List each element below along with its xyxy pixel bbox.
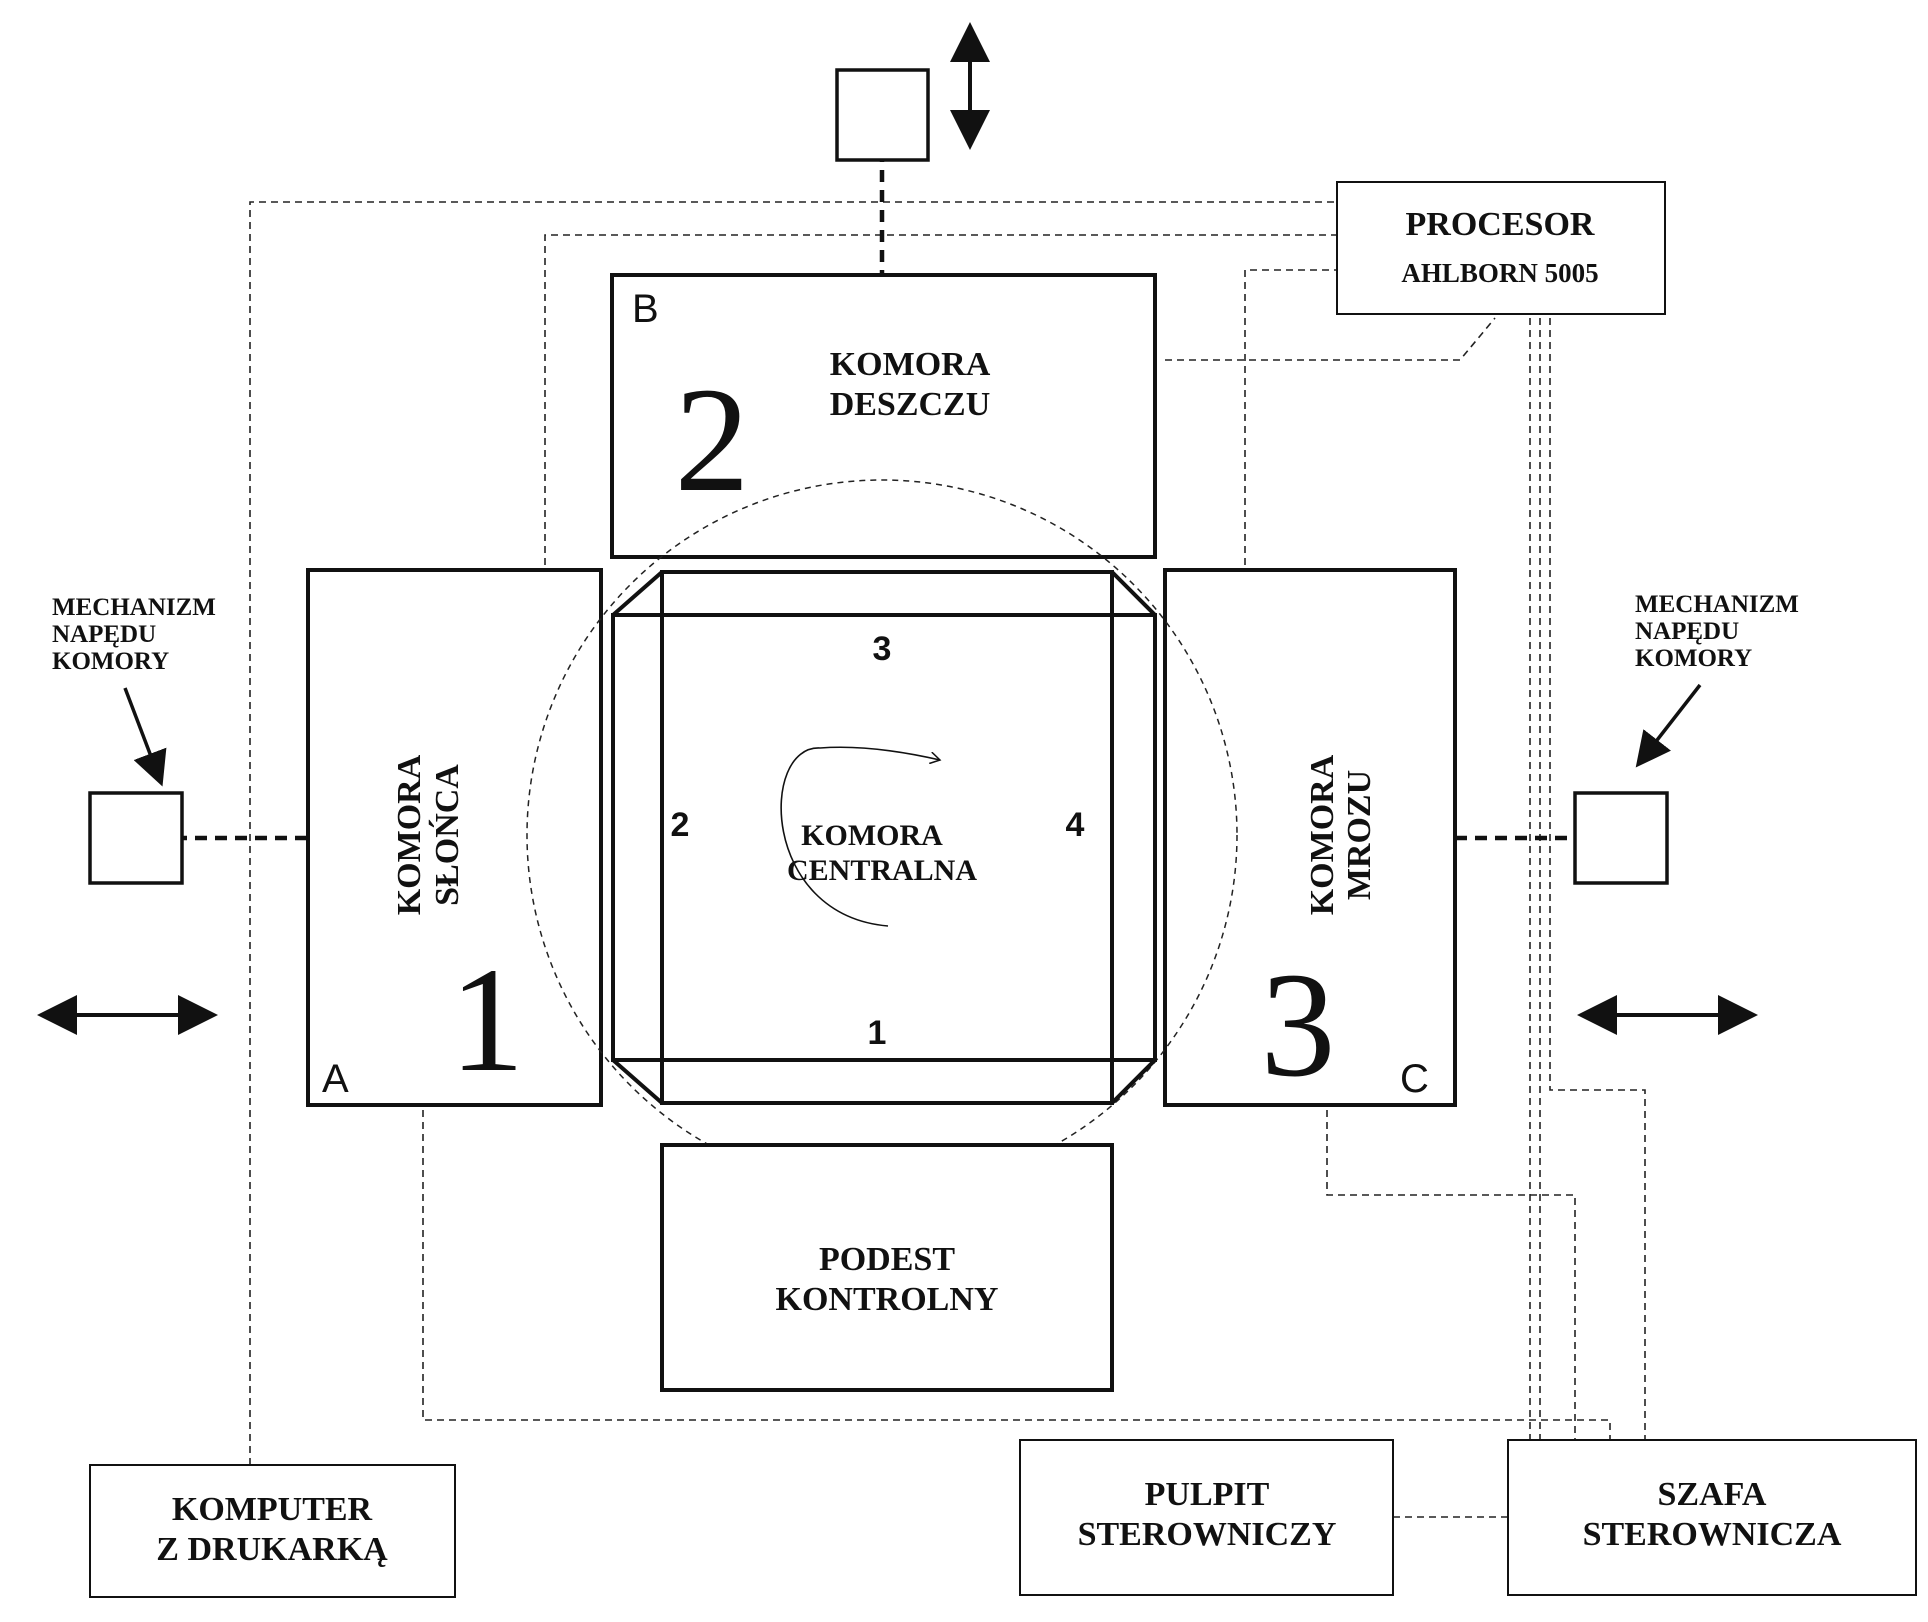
central-side-4: 4 <box>1066 806 1085 844</box>
central-side-1: 1 <box>868 1014 887 1052</box>
rotation-circle <box>526 479 1238 1191</box>
computer-line2: Z DRUKARKĄ <box>156 1531 388 1568</box>
chamber-sun-line1: KOMORA <box>391 754 428 915</box>
central-line2: CENTRALNA <box>787 854 977 887</box>
drive-left-pointer-icon <box>123 687 167 787</box>
chamber-rain-line1: KOMORA <box>830 346 991 383</box>
drive-left-line3: KOMORY <box>52 648 169 675</box>
chamber-frost-line2: MROZU <box>1341 770 1378 900</box>
drive-right-pointer-icon <box>1635 683 1702 768</box>
chamber-frost-line1: KOMORA <box>1304 754 1341 915</box>
drive-top <box>835 22 990 162</box>
chamber-rain-number: 2 <box>675 357 750 523</box>
line-computer-procesor <box>249 201 1337 1465</box>
chamber-rain: B 2 KOMORA DESZCZU <box>610 273 1157 559</box>
chamber-sun: A 1 KOMORA SŁOŃCA <box>306 568 603 1107</box>
chamber-sun-line2: SŁOŃCA <box>429 764 466 906</box>
computer-box: KOMPUTER Z DRUKARKĄ <box>89 1464 456 1598</box>
platform-line2: KONTROLNY <box>776 1281 999 1318</box>
line-rain-procesor <box>1165 317 1496 361</box>
computer-line1: KOMPUTER <box>172 1491 373 1528</box>
drive-right-line3: KOMORY <box>1635 645 1752 672</box>
console-line1: PULPIT <box>1145 1476 1270 1513</box>
cabinet-line2: STEROWNICZA <box>1583 1516 1842 1553</box>
chamber-frost: C 3 KOMORA MROZU <box>1163 568 1457 1108</box>
procesor-title: PROCESOR <box>1406 206 1595 243</box>
rotation-arrow-icon <box>780 746 940 927</box>
central-side-3: 3 <box>873 630 892 668</box>
line-sun-cabinet <box>422 1110 1611 1440</box>
cabinet-line1: SZAFA <box>1658 1476 1767 1513</box>
cabinet-box: SZAFA STEROWNICZA <box>1507 1439 1917 1596</box>
console-box: PULPIT STEROWNICZY <box>1019 1439 1394 1596</box>
central-line1: KOMORA <box>801 819 943 852</box>
chamber-rain-line2: DESZCZU <box>830 386 991 423</box>
platform: PODEST KONTROLNY <box>660 1143 1114 1392</box>
procesor-model: AHLBORN 5005 <box>1401 258 1598 288</box>
chamber-rain-letter: B <box>632 287 659 331</box>
platform-line1: PODEST <box>819 1241 955 1278</box>
drive-left-line2: NAPĘDU <box>52 621 156 648</box>
drive-right-line2: NAPĘDU <box>1635 618 1739 645</box>
chamber-sun-number: 1 <box>450 937 525 1103</box>
procesor-box: PROCESOR AHLBORN 5005 <box>1336 181 1666 315</box>
chamber-sun-letter: A <box>322 1057 349 1101</box>
chamber-frost-number: 3 <box>1261 942 1336 1108</box>
line-procesor-cabinet-3 <box>1549 318 1646 1440</box>
console-line2: STEROWNICZY <box>1078 1516 1337 1553</box>
drive-right: MECHANIZM NAPĘDU KOMORY <box>1573 591 1799 1035</box>
line-sun-procesor <box>544 234 1337 565</box>
drive-right-line1: MECHANIZM <box>1635 591 1799 618</box>
line-frost-cabinet <box>1326 1110 1576 1440</box>
drive-left-line1: MECHANIZM <box>52 594 216 621</box>
signal-lines <box>155 150 1646 1518</box>
drive-left: MECHANIZM NAPĘDU KOMORY <box>37 594 218 1035</box>
chamber-central: KOMORA CENTRALNA 3 2 4 1 <box>526 479 1238 1191</box>
line-frost-procesor <box>1244 269 1337 565</box>
chamber-frost-letter: C <box>1400 1057 1429 1101</box>
central-side-2: 2 <box>671 806 690 844</box>
